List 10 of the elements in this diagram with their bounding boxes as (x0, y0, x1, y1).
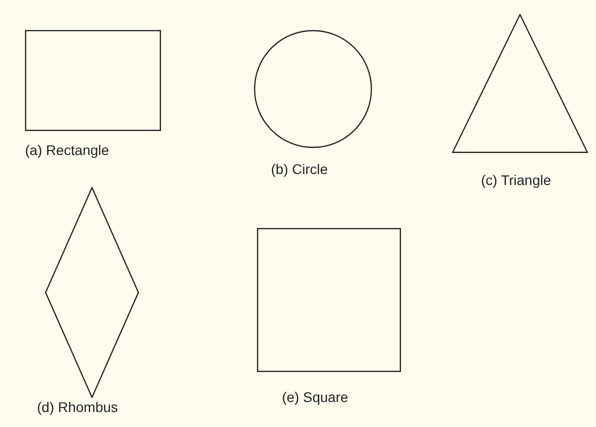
square-shape (257, 228, 401, 372)
circle-shape (254, 30, 372, 148)
shape-caption: (b) Circle (271, 160, 328, 178)
rectangle-shape (25, 30, 161, 131)
shape-caption: (c) Triangle (481, 171, 552, 189)
shape-caption: (a) Rectangle (25, 141, 110, 159)
triangle-shape (452, 14, 588, 153)
shape-caption: (e) Square (282, 388, 348, 406)
shape-caption: (d) Rhombus (37, 398, 118, 416)
rhombus-shape (45, 187, 139, 398)
